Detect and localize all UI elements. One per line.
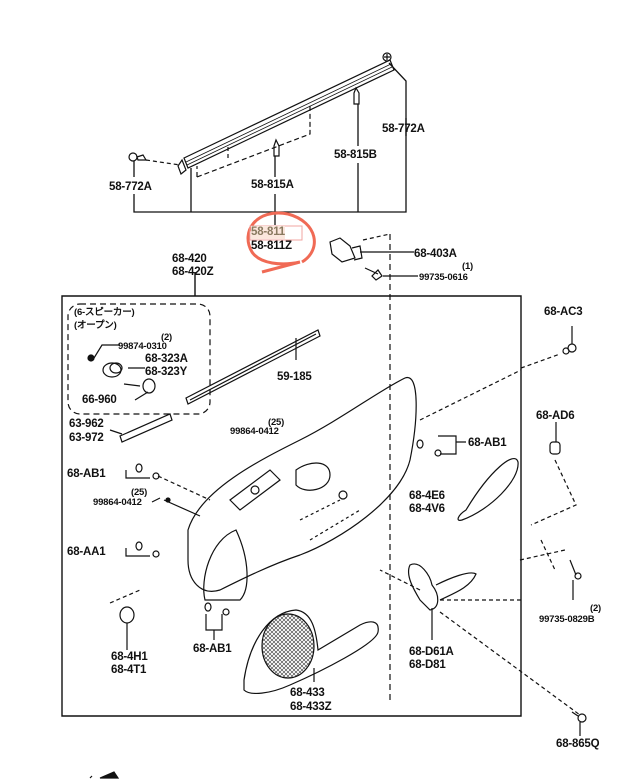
belt-mold-drawing: [185, 329, 321, 405]
label-speaker-note-line1: (6-スピーカー): [74, 307, 135, 318]
label-58-815A: 58-815A: [251, 179, 294, 191]
stray-mark: [89, 771, 120, 779]
clip-ab1-right-icon: [416, 435, 466, 457]
label-58-772A-right: 58-772A: [382, 123, 425, 135]
label-68-D81: 68-D81: [409, 659, 446, 671]
leader-lines-top: [133, 62, 407, 225]
label-68-AA1: 68-AA1: [67, 546, 106, 558]
label-68-865Q: 68-865Q: [556, 738, 600, 750]
fastener-bottom-icon: [571, 711, 587, 736]
door-handle-drawing: [379, 563, 581, 716]
label-58-811Z: 58-811Z: [251, 240, 292, 252]
speaker-drawing: [87, 344, 156, 401]
clip-aa1-icon: [125, 541, 160, 558]
strip-leader: [109, 429, 123, 435]
label-68-433Z: 68-433Z: [290, 701, 332, 713]
label-99864-0412-left: 99864-0412: [93, 497, 142, 508]
label-speaker-note-line2: (オープン): [74, 320, 117, 331]
label-68-AC3: 68-AC3: [544, 306, 583, 318]
label-68-403A: 68-403A: [414, 248, 457, 260]
highlight-circle: [246, 211, 316, 274]
screw-right-icon: [519, 549, 582, 600]
label-68-4V6: 68-4V6: [409, 503, 445, 515]
screw-left-icon: [151, 497, 201, 517]
label-58-772A-left: 58-772A: [109, 181, 152, 193]
label-66-960: 66-960: [82, 394, 117, 406]
clip-right-icon: [382, 52, 392, 62]
label-58-815B: 58-815B: [334, 149, 377, 161]
clip-ab1-left-icon: [125, 463, 211, 501]
label-68-4E6: 68-4E6: [409, 490, 445, 502]
armrest-pad-drawing: [457, 457, 519, 521]
label-68-D61A: 68-D61A: [409, 646, 454, 658]
label-qty-25-left: (25): [131, 487, 148, 498]
label-68-420: 68-420: [172, 253, 207, 265]
label-68-323Y: 68-323Y: [145, 366, 188, 378]
weatherstrip-drawing: [177, 59, 395, 178]
label-qty-2-speaker: (2): [161, 332, 173, 343]
label-qty-25-mid: (25): [268, 417, 285, 428]
speaker-grille-drawing: [243, 609, 379, 695]
label-63-972: 63-972: [69, 432, 104, 444]
label-68-AB1-right: 68-AB1: [468, 437, 507, 449]
label-68-AD6: 68-AD6: [536, 410, 575, 422]
label-qty-2-right: (2): [590, 603, 602, 614]
speaker-option-box: [67, 303, 211, 415]
label-68-323A: 68-323A: [145, 353, 188, 365]
cap-icon: [109, 589, 141, 650]
label-58-811-highlighted: 58-811: [251, 226, 285, 239]
bracket-drawing: [329, 233, 418, 281]
clip-ac3-icon: [419, 326, 577, 421]
clip-left-icon: [128, 152, 181, 166]
label-99864-0412-mid: 99864-0412: [230, 426, 279, 437]
label-99874-0310: 99874-0310: [118, 341, 167, 352]
label-68-420Z: 68-420Z: [172, 266, 214, 278]
trim-panel-frame: [61, 272, 522, 717]
label-qty-1: (1): [462, 261, 474, 272]
label-68-4H1: 68-4H1: [111, 651, 148, 663]
label-68-AB1-bottom: 68-AB1: [193, 643, 232, 655]
fastener-b-icon: [353, 86, 360, 105]
fastener-a-icon: [273, 138, 280, 157]
strip-drawing: [119, 413, 173, 443]
label-63-962: 63-962: [69, 418, 104, 430]
label-68-AB1-left: 68-AB1: [67, 468, 106, 480]
label-68-433: 68-433: [290, 687, 325, 699]
door-trim-panel-drawing: [187, 377, 417, 601]
label-59-185: 59-185: [277, 371, 312, 383]
clip-ab1-bottom-icon: [204, 602, 230, 640]
clip-ad6-icon: [530, 422, 577, 571]
label-99735-0829B: 99735-0829B: [539, 614, 595, 625]
label-68-4T1: 68-4T1: [111, 664, 147, 676]
label-99735-0616: 99735-0616: [419, 272, 468, 283]
